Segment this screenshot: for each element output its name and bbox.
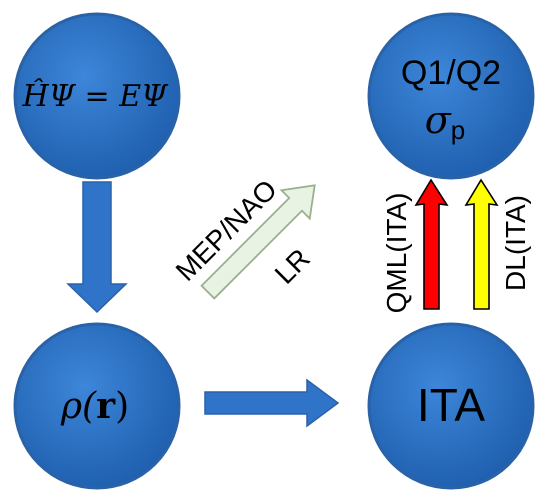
mep-nao-arrow	[200, 184, 316, 300]
dl-arrow-head	[466, 180, 497, 205]
dl-arrow-outline	[464, 178, 499, 310]
target-node: Q1/Q2 σp	[367, 12, 535, 180]
density-label: ρ(r)	[60, 385, 129, 427]
schrodinger-node: ĤΨ = EΨ	[13, 12, 181, 180]
qml-arrow-outline	[414, 178, 449, 310]
density-node: ρ(r)	[13, 322, 181, 490]
target-label-subscript: p	[451, 115, 465, 145]
lr-label: LR	[269, 243, 316, 290]
down-arrow	[66, 181, 128, 314]
ita-node: ITA	[367, 322, 535, 490]
dl-arrow	[474, 204, 489, 309]
qml-arrow-head	[416, 180, 447, 205]
qml-label: QML(ITA)	[381, 193, 412, 314]
target-label-line1: Q1/Q2	[401, 54, 501, 92]
schrodinger-label: ĤΨ = EΨ	[22, 78, 170, 114]
right-arrow	[204, 378, 340, 428]
dl-label: DL(ITA)	[500, 195, 531, 291]
ita-label: ITA	[417, 379, 485, 431]
qml-arrow	[424, 204, 439, 309]
target-label-sigma: σp	[425, 98, 465, 145]
